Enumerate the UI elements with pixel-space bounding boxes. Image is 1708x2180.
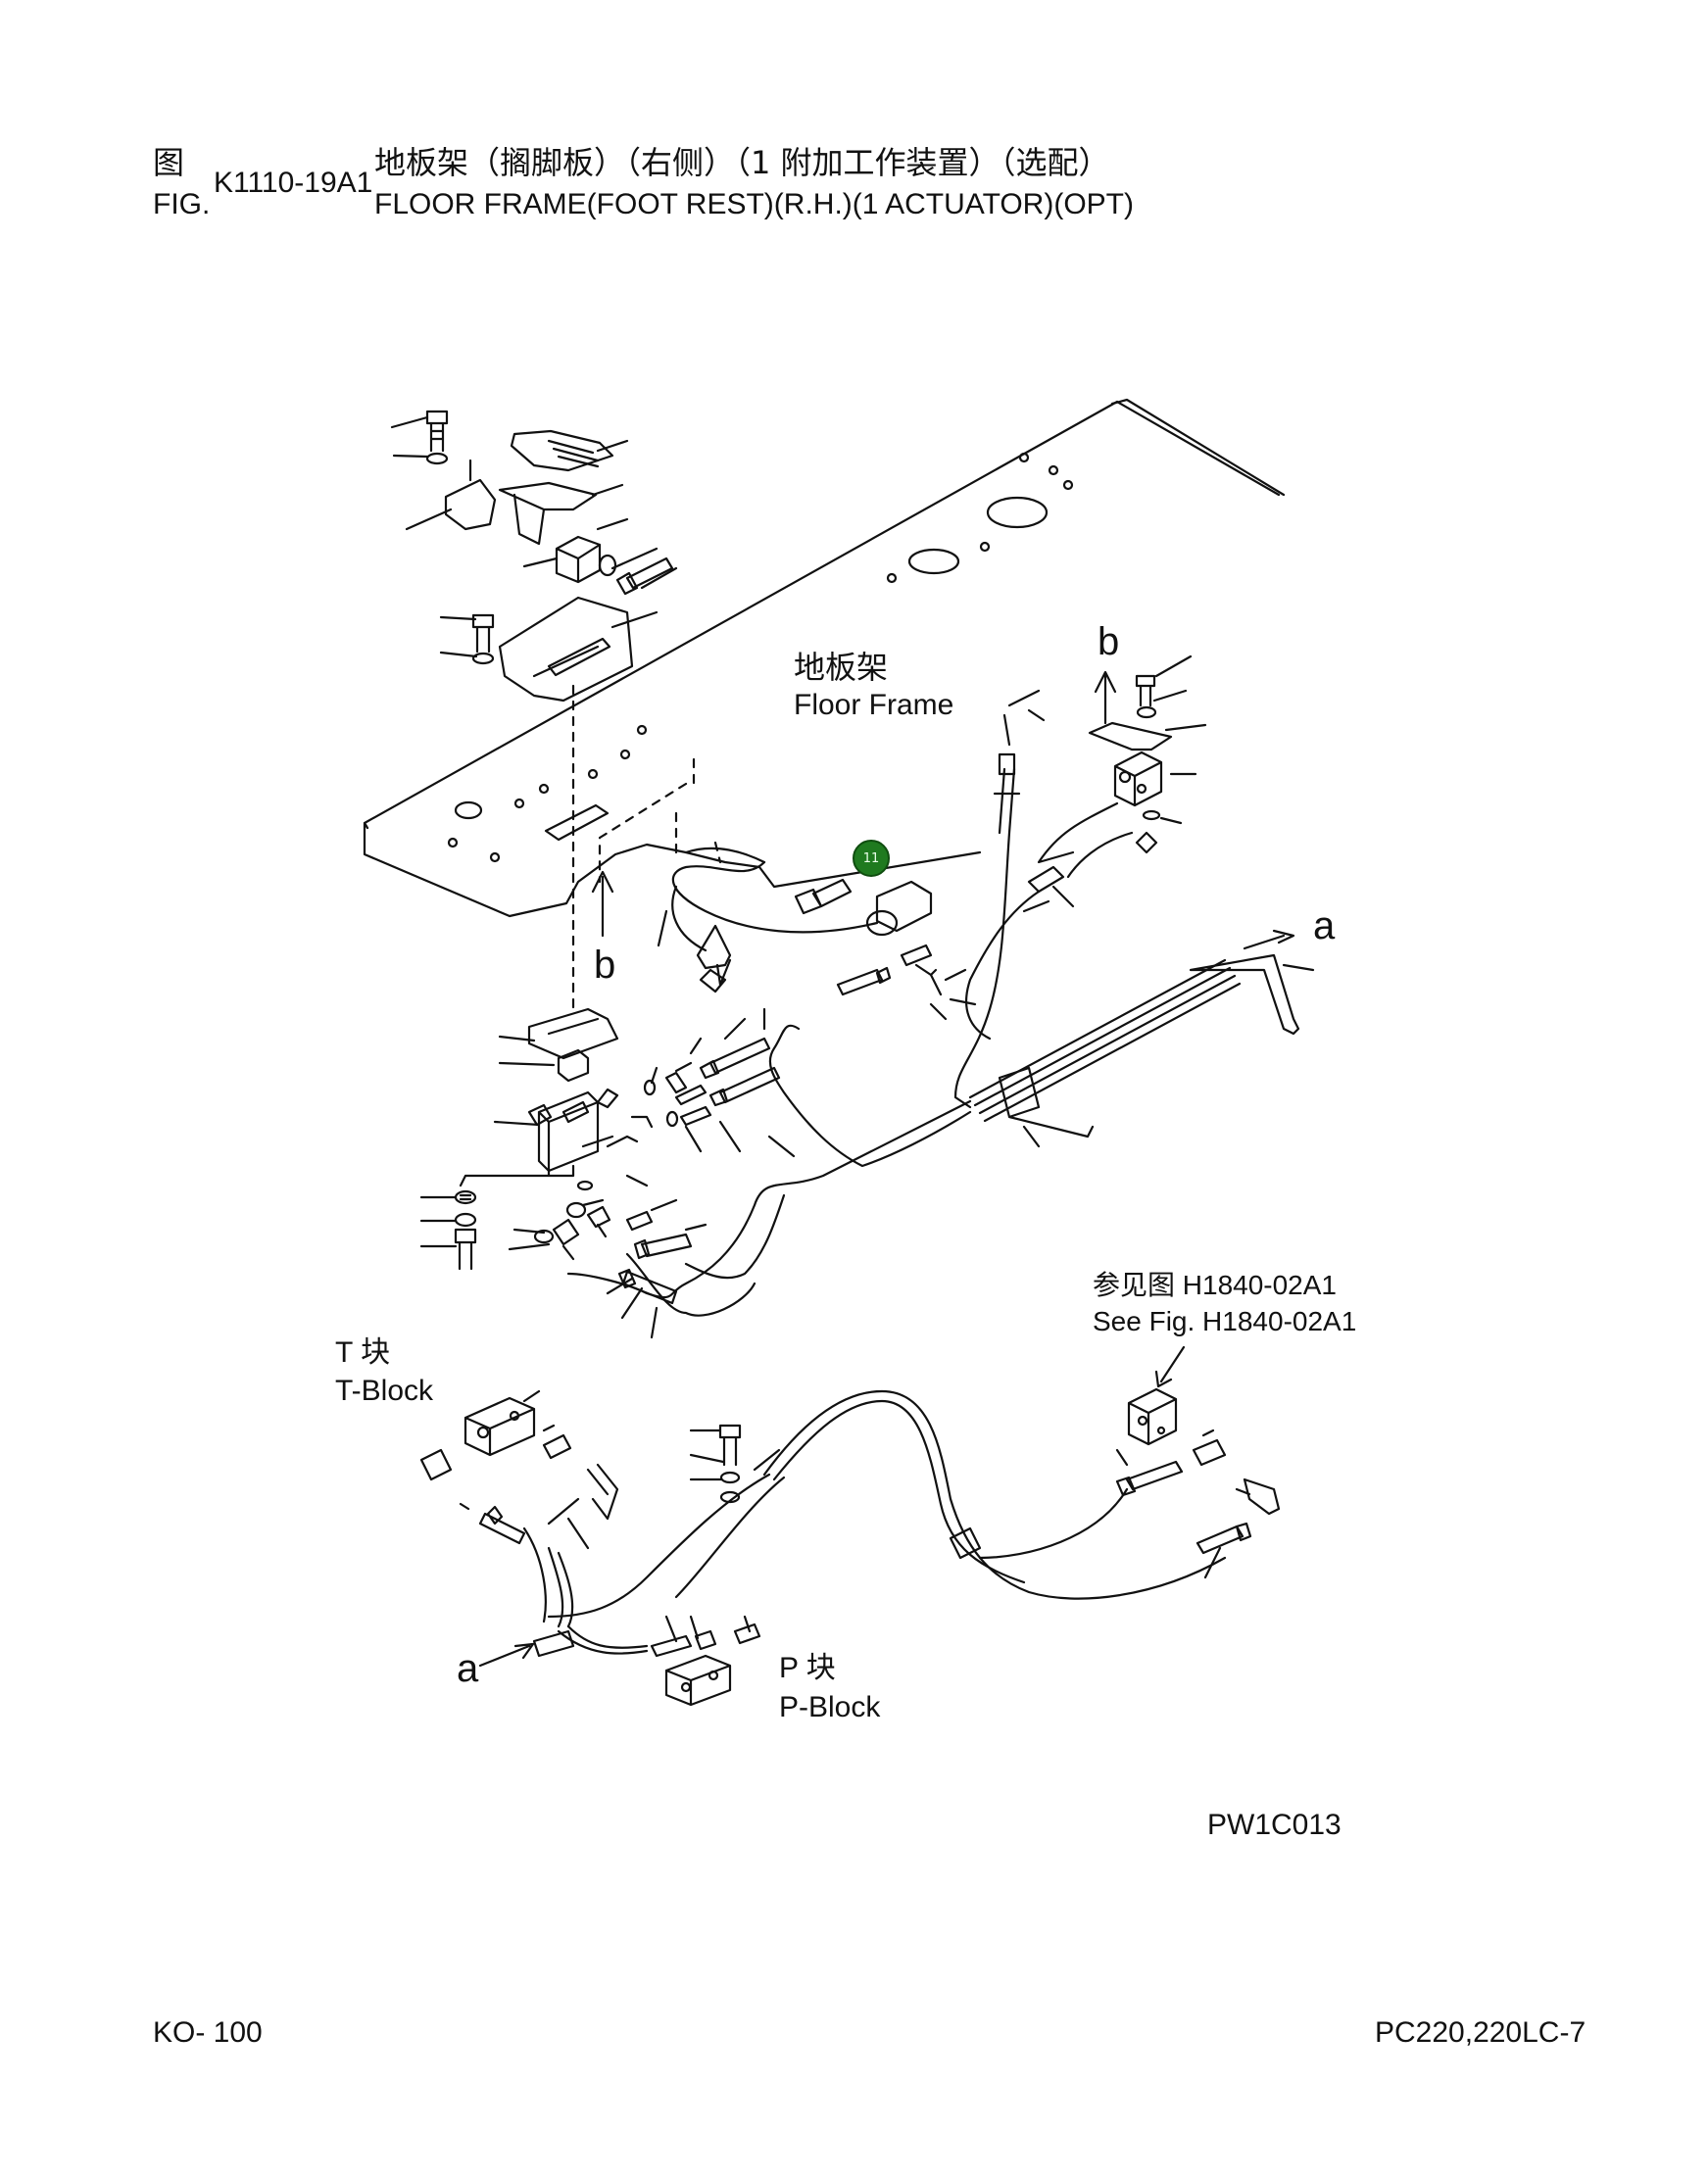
- pedal-bracket: [498, 481, 598, 546]
- tube-bundle: [968, 958, 1242, 1123]
- arrow-a-right-label: a: [1313, 904, 1336, 947]
- block-lower-right: [1127, 1387, 1178, 1446]
- t-block-label-cn: T 块: [335, 1336, 391, 1369]
- model-number: PC220,220LC-7: [1375, 2016, 1586, 2049]
- clamp-right: [1189, 953, 1300, 1036]
- fig-label-en: FIG.: [153, 188, 211, 220]
- arrow-b-mid-label: b: [594, 944, 616, 987]
- drawing-code: PW1C013: [1207, 1809, 1342, 1841]
- arrow-b-top-label: b: [1098, 620, 1120, 663]
- floor-frame-label-cn: 地板架: [794, 649, 889, 686]
- p-block: [664, 1654, 732, 1707]
- t-block-label-en: T-Block: [335, 1375, 434, 1407]
- bolt-set-1: [425, 410, 674, 665]
- title-cn: 地板架（搁脚板）（右侧）（1 附加工作装置）（选配）: [374, 144, 1110, 181]
- p-block-label-cn: P 块: [779, 1652, 836, 1684]
- p-block-label-en: P-Block: [779, 1691, 881, 1723]
- hose-lower: [762, 1389, 1227, 1600]
- block-valve-upper: [1113, 751, 1163, 807]
- foot-plate: [498, 596, 634, 702]
- floor-slot: [544, 803, 610, 842]
- t-block: [464, 1396, 536, 1457]
- part-callout-11[interactable]: 11: [853, 840, 890, 877]
- floor-hole: [454, 800, 483, 820]
- hose-long: [566, 1099, 972, 1299]
- arrow-a-bottom-label: a: [457, 1647, 479, 1690]
- title-en: FLOOR FRAME(FOOT REST)(R.H.)(1 ACTUATOR)…: [374, 188, 1134, 220]
- wire-harness: [671, 860, 879, 970]
- fig-label-cn: 图: [153, 144, 185, 181]
- see-fig-cn: 参见图 H1840-02A1: [1093, 1270, 1338, 1300]
- pedal: [510, 429, 614, 472]
- rubber-block: [555, 535, 602, 584]
- page-number: KO- 100: [153, 2016, 263, 2049]
- see-fig-en: See Fig. H1840-02A1: [1093, 1306, 1357, 1336]
- fig-number: K1110-19A1: [214, 167, 373, 199]
- mount-bracket: [444, 459, 497, 531]
- hose: [953, 767, 1016, 1109]
- floor-hole: [986, 496, 1049, 529]
- control-valve-block: [537, 1090, 600, 1173]
- solenoid-valve: [875, 880, 933, 933]
- floor-frame-label-en: Floor Frame: [794, 689, 954, 721]
- floor-hole: [907, 548, 960, 575]
